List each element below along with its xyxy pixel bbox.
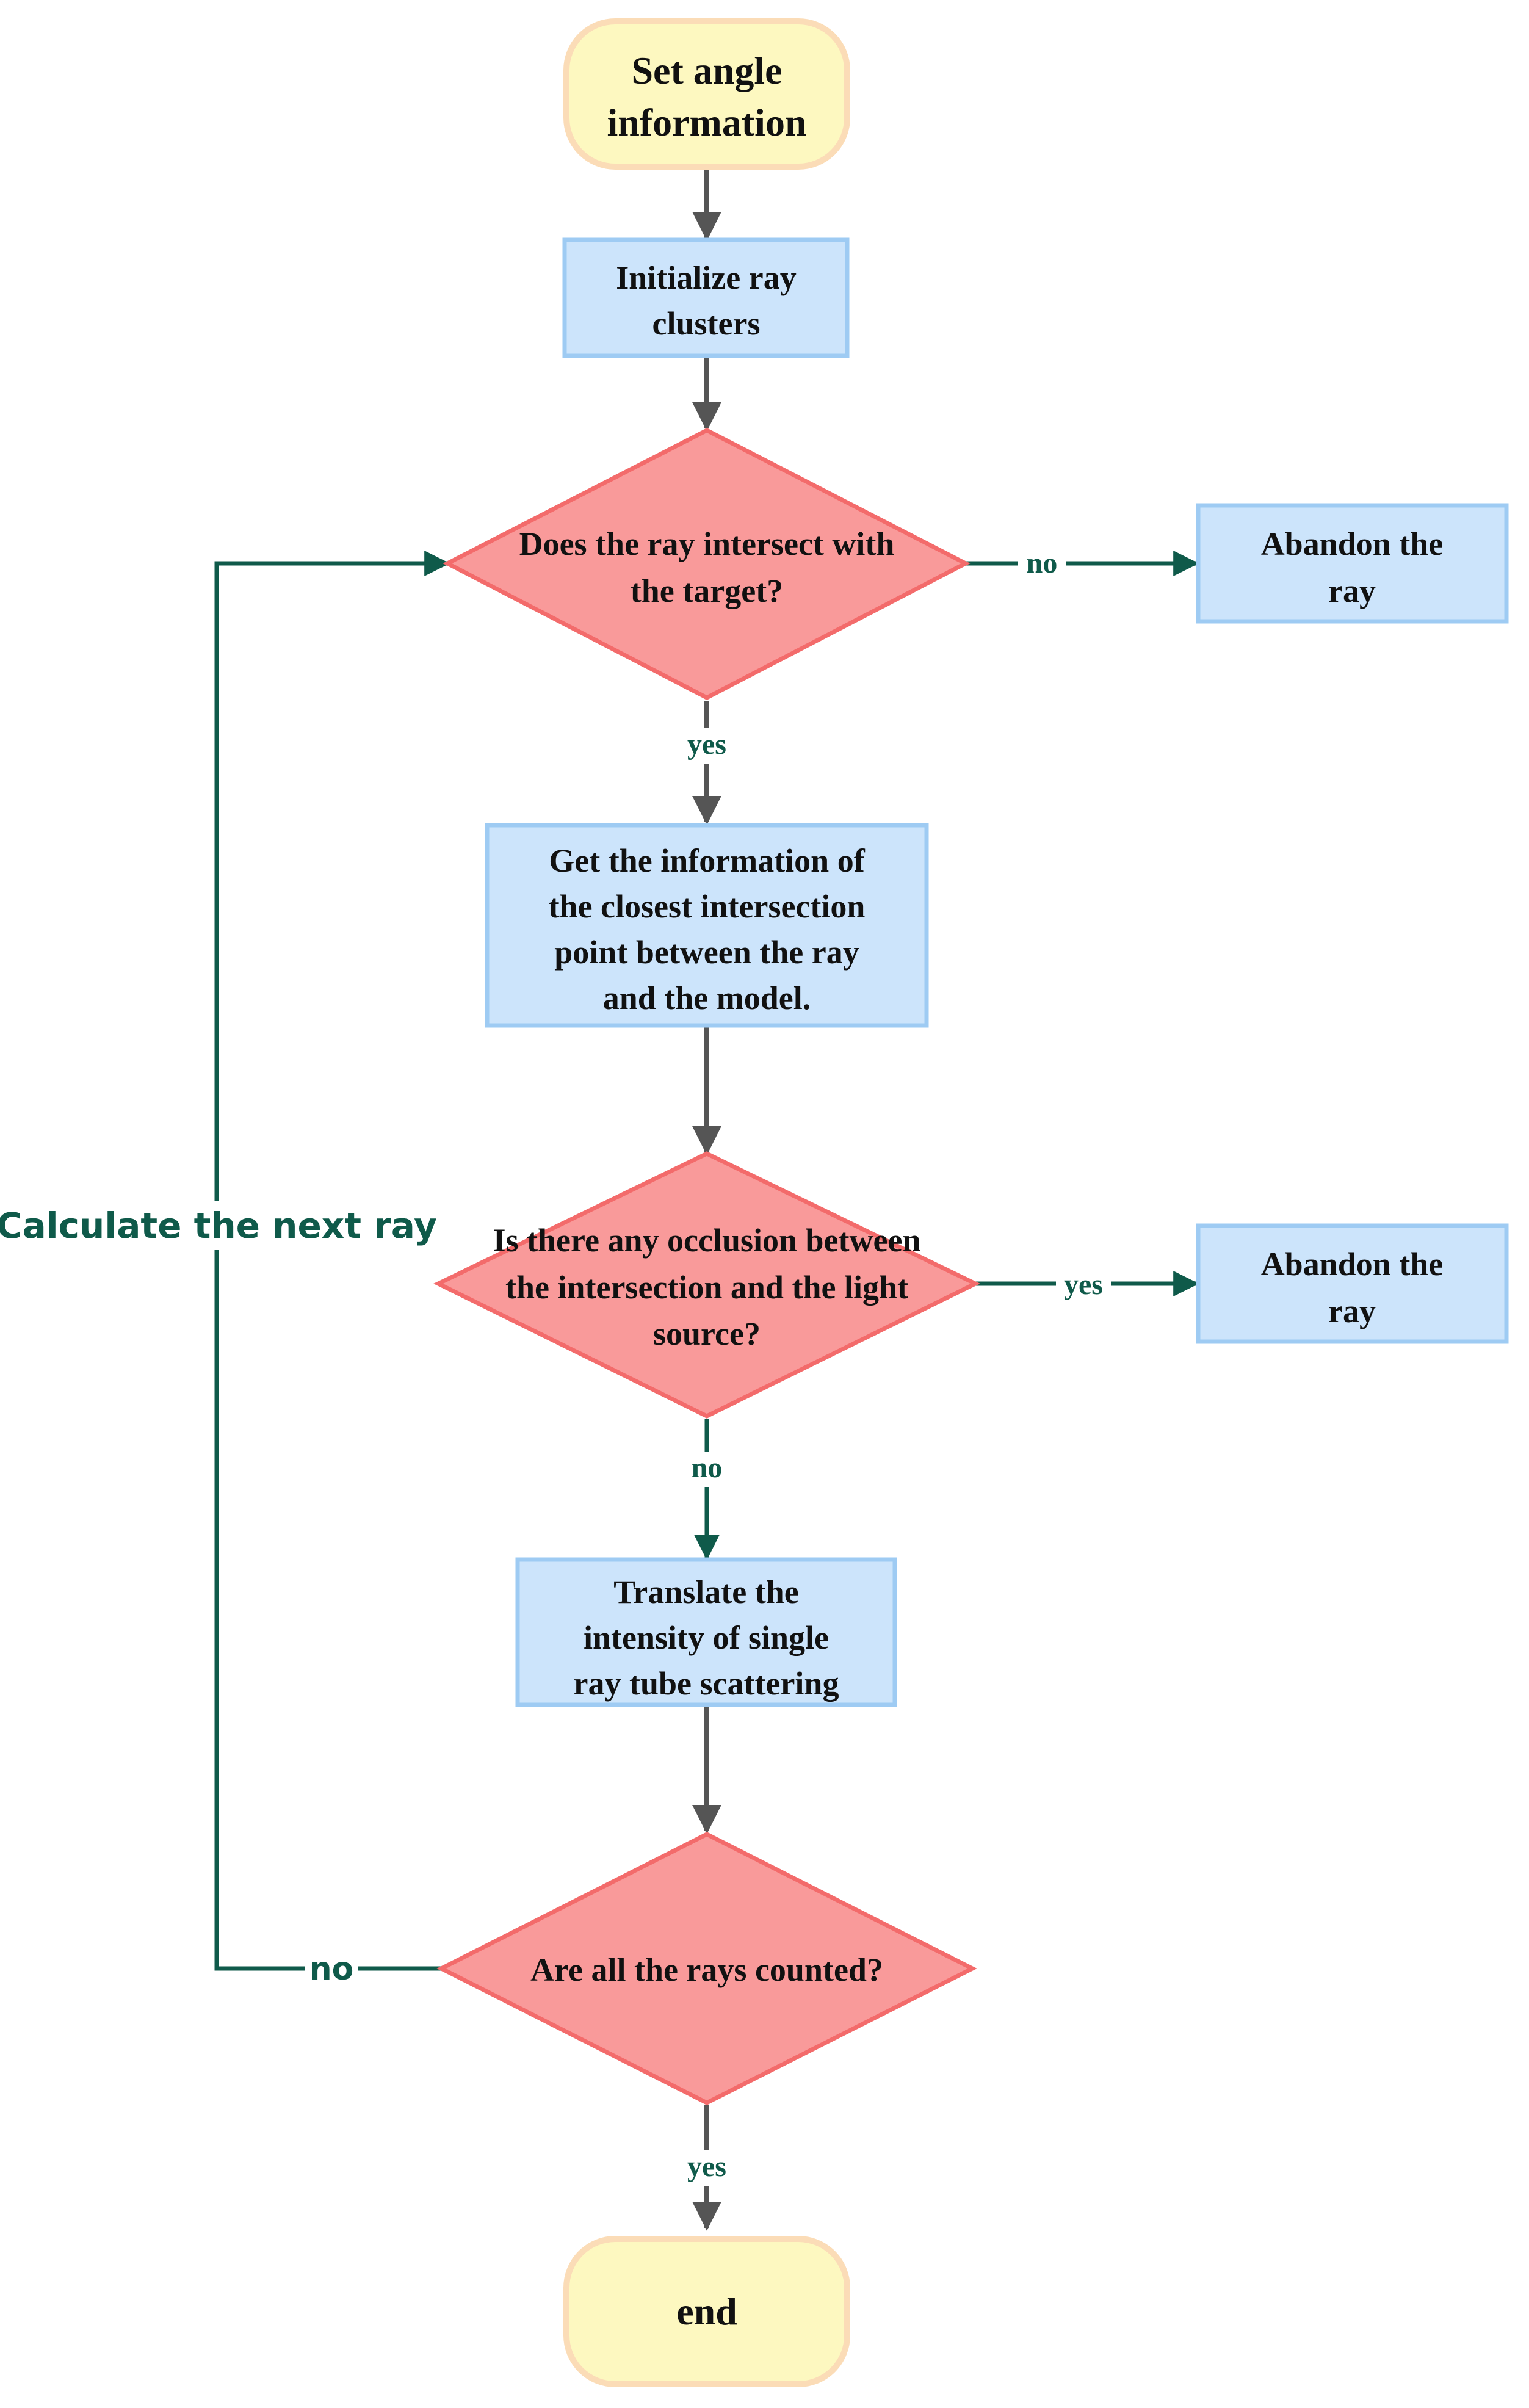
edge-counted-no-loop [214, 551, 450, 1971]
loop-label-bg [12, 1201, 421, 1250]
abandon-ray-2-line-2: ray [1328, 1293, 1376, 1329]
decision-intersect-line-1: Does the ray intersect with [519, 526, 895, 562]
init-process [562, 237, 850, 358]
translate-line-2: intensity of single [584, 1619, 829, 1656]
start-line-2: information [607, 101, 806, 144]
edge-label-bg [674, 728, 739, 764]
get-info-line-2: the closest intersection [549, 888, 866, 925]
init-line-1: Initialize ray [616, 259, 796, 296]
decision-intersect-line-2: the target? [631, 573, 783, 609]
decision-occlusion-line-1: Is there any occlusion between [493, 1222, 921, 1259]
edge-label-occlusion-yes: yes [1064, 1268, 1103, 1301]
edge-label-bg [305, 1950, 358, 1987]
edge-label-counted-no: no [309, 1951, 354, 1987]
decision-occlusion-line-3: source? [653, 1315, 761, 1352]
end-label: end [676, 2290, 737, 2333]
abandon-ray-1 [1196, 503, 1509, 624]
edge-label-occlusion-no: no [692, 1452, 723, 1484]
decision-counted [436, 1832, 977, 2105]
translate-process [515, 1557, 897, 1707]
get-info-line-4: and the model. [603, 980, 811, 1016]
edge-label-counted-yes: yes [687, 2150, 726, 2183]
start-line-1: Set angle [631, 49, 782, 92]
translate-line-1: Translate the [613, 1574, 798, 1610]
decision-intersect [443, 428, 971, 700]
edge-label-bg [684, 1452, 730, 1487]
loop-label: Calculate the next ray [0, 1205, 437, 1246]
abandon-ray-2-line-1: Abandon the [1261, 1246, 1444, 1282]
init-line-2: clusters [652, 305, 761, 342]
abandon-ray-1-line-1: Abandon the [1261, 526, 1444, 562]
get-info-line-3: point between the ray [554, 934, 859, 971]
decision-counted-line-1: Are all the rays counted? [530, 1951, 883, 1988]
decision-occlusion [433, 1151, 980, 1419]
abandon-ray-1-line-2: ray [1328, 573, 1376, 609]
edge-label-bg [1018, 546, 1066, 580]
get-info-process [485, 823, 929, 1028]
edge-label-bg [674, 2150, 739, 2186]
end-terminal [563, 2236, 850, 2387]
translate-line-3: ray tube scattering [574, 1665, 839, 1702]
edge-label-intersect-yes: yes [687, 728, 726, 761]
get-info-line-1: Get the information of [549, 842, 865, 879]
edge-label-bg [1056, 1267, 1111, 1301]
abandon-ray-2 [1196, 1223, 1509, 1344]
decision-occlusion-line-2: the intersection and the light [505, 1269, 908, 1306]
edge-label-intersect-no: no [1027, 547, 1058, 579]
start-terminal [563, 18, 850, 170]
